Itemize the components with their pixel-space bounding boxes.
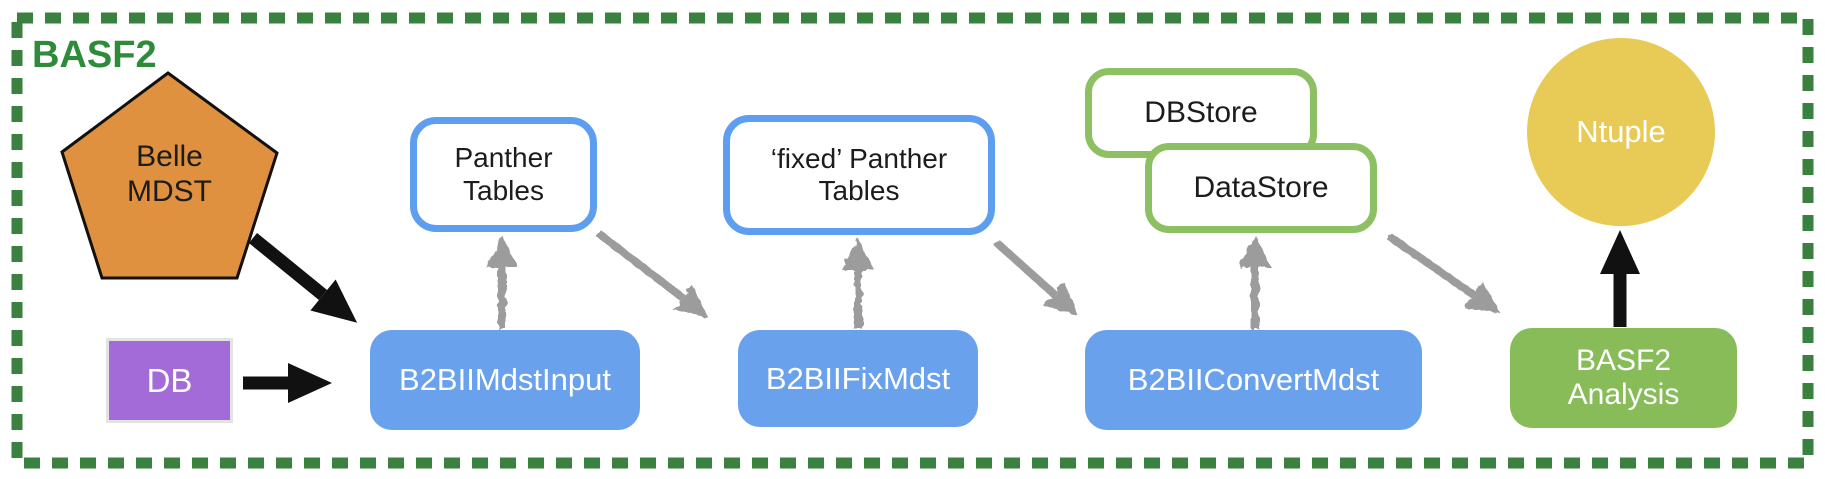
b2bii-convert-mdst-label: B2BIIConvertMdst — [1127, 362, 1380, 398]
fixed-panther-tables-line1: ‘fixed’ Panther — [770, 142, 948, 174]
panther-tables-label: Panther Tables — [454, 142, 552, 206]
belle-mdst-pentagon — [60, 71, 279, 280]
arrow-fixedpanther-to-convertmdst — [994, 240, 1078, 316]
dbstore-label: DBStore — [1144, 95, 1258, 129]
arrow-panther-to-fixmdst — [595, 229, 709, 318]
fixed-panther-tables-label: ‘fixed’ Panther Tables — [771, 143, 947, 207]
node-datastore: DataStore — [1145, 143, 1377, 233]
arrow-bellemdst-to-mdstinput — [248, 232, 358, 323]
solid-arrows-group — [243, 230, 1640, 403]
node-b2bii-mdst-input: B2BIIMdstInput — [370, 330, 640, 430]
datastore-label: DataStore — [1193, 170, 1329, 204]
db-label: DB — [146, 361, 193, 399]
belle-mdst-label-line1: Belle — [136, 140, 203, 173]
belle-mdst-label: Belle MDST — [92, 140, 247, 209]
basf2-analysis-label: BASF2 Analysis — [1568, 344, 1680, 413]
b2bii-mdst-input-label: B2BIIMdstInput — [399, 362, 611, 398]
panther-tables-line1: Panther — [454, 142, 553, 174]
node-ntuple: Ntuple — [1527, 38, 1715, 226]
basf2-analysis-line1: BASF2 — [1575, 343, 1672, 377]
panther-tables-line2: Tables — [463, 174, 544, 206]
belle-mdst-label-line2: MDST — [127, 174, 212, 208]
node-b2bii-fix-mdst: B2BIIFixMdst — [738, 330, 978, 427]
node-fixed-panther-tables: ‘fixed’ Panther Tables — [723, 115, 995, 235]
basf2-frame-title: BASF2 — [32, 34, 157, 76]
node-b2bii-convert-mdst: B2BIIConvertMdst — [1085, 330, 1422, 430]
basf2-analysis-line2: Analysis — [1567, 378, 1680, 411]
node-basf2-analysis: BASF2 Analysis — [1510, 328, 1737, 428]
arrow-datastore-to-analysis — [1387, 233, 1501, 314]
fixed-panther-tables-line2: Tables — [818, 175, 900, 206]
sketch-arrows-group — [486, 229, 1501, 329]
node-panther-tables: Panther Tables — [410, 117, 597, 232]
node-db: DB — [106, 338, 233, 423]
ntuple-label: Ntuple — [1576, 114, 1666, 150]
b2bii-fix-mdst-label: B2BIIFixMdst — [765, 360, 951, 396]
